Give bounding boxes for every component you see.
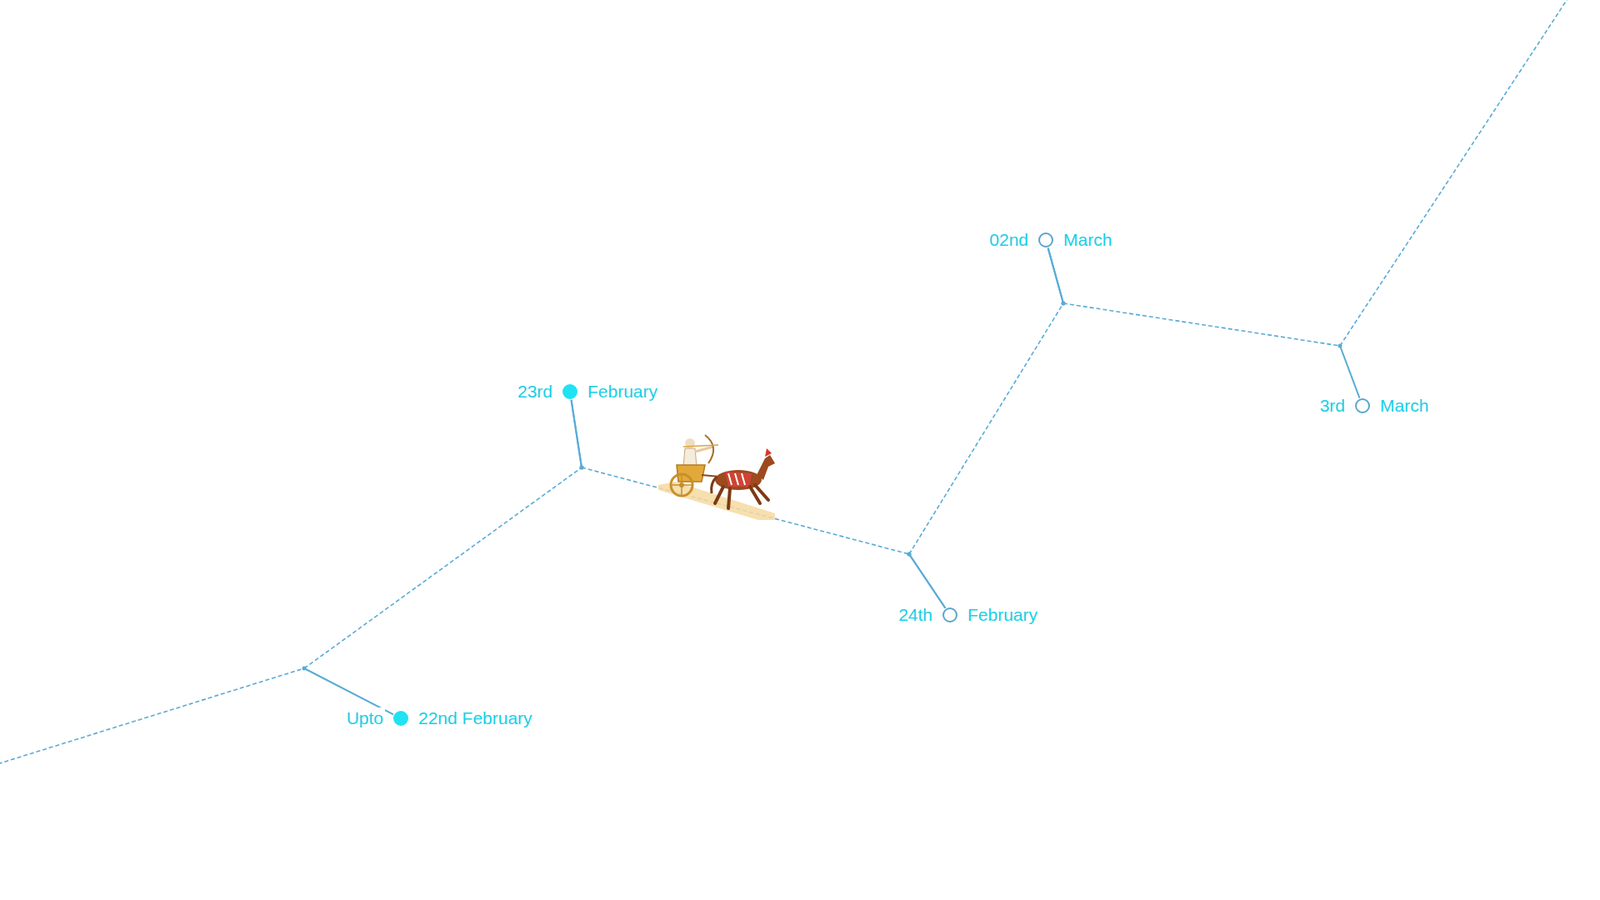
milestone-dot — [1038, 232, 1054, 248]
bend-point — [907, 552, 912, 557]
timeline-segment — [909, 303, 1064, 555]
milestone: 02nd March — [987, 229, 1114, 251]
milestone: 24th February — [896, 604, 1040, 626]
milestone-month: February — [585, 380, 660, 403]
bend-point — [302, 666, 307, 671]
timeline-lead-in — [0, 668, 305, 766]
timeline-connector — [1048, 248, 1360, 399]
milestone-dot — [1355, 398, 1370, 414]
leader-line — [571, 400, 582, 468]
timeline-connector — [907, 248, 1066, 609]
leader-line — [909, 554, 945, 609]
leader-line — [1048, 248, 1064, 304]
timeline-segment — [581, 467, 910, 555]
timeline-segment — [304, 467, 582, 669]
leader-line — [909, 554, 945, 609]
bend-point — [1061, 301, 1066, 306]
milestone-month: 22nd February — [416, 707, 535, 730]
leader-line — [1340, 345, 1360, 399]
milestone-day: 23rd — [515, 380, 555, 403]
bend-point — [907, 552, 912, 557]
milestone-dot — [562, 384, 578, 400]
milestone-month: March — [1378, 395, 1430, 417]
milestone-day: 02nd — [987, 229, 1030, 251]
milestone: Upto 22nd February — [345, 707, 535, 730]
edge-layer — [302, 248, 1360, 715]
bend-point — [580, 465, 585, 470]
milestone-month: February — [965, 604, 1040, 626]
milestone-day: Upto — [345, 707, 385, 730]
milestone-day: 3rd — [1318, 395, 1347, 417]
leader-line — [1048, 248, 1064, 304]
chariot-figure — [658, 435, 775, 520]
bend-point — [1061, 301, 1066, 306]
milestone: 23rd February — [515, 380, 660, 403]
timeline-connector — [571, 400, 946, 609]
leader-line — [571, 400, 582, 468]
bend-point — [1338, 344, 1343, 349]
milestone-dot — [393, 710, 409, 726]
milestone-month: March — [1061, 229, 1114, 251]
milestone-dot — [942, 607, 958, 623]
timeline-connector — [302, 400, 585, 715]
milestone-day: 24th — [896, 604, 935, 626]
bend-point — [580, 465, 585, 470]
timeline-segment — [1063, 303, 1340, 346]
timeline-lead-out — [1340, 0, 1575, 346]
milestone: 3rd March — [1318, 395, 1431, 417]
